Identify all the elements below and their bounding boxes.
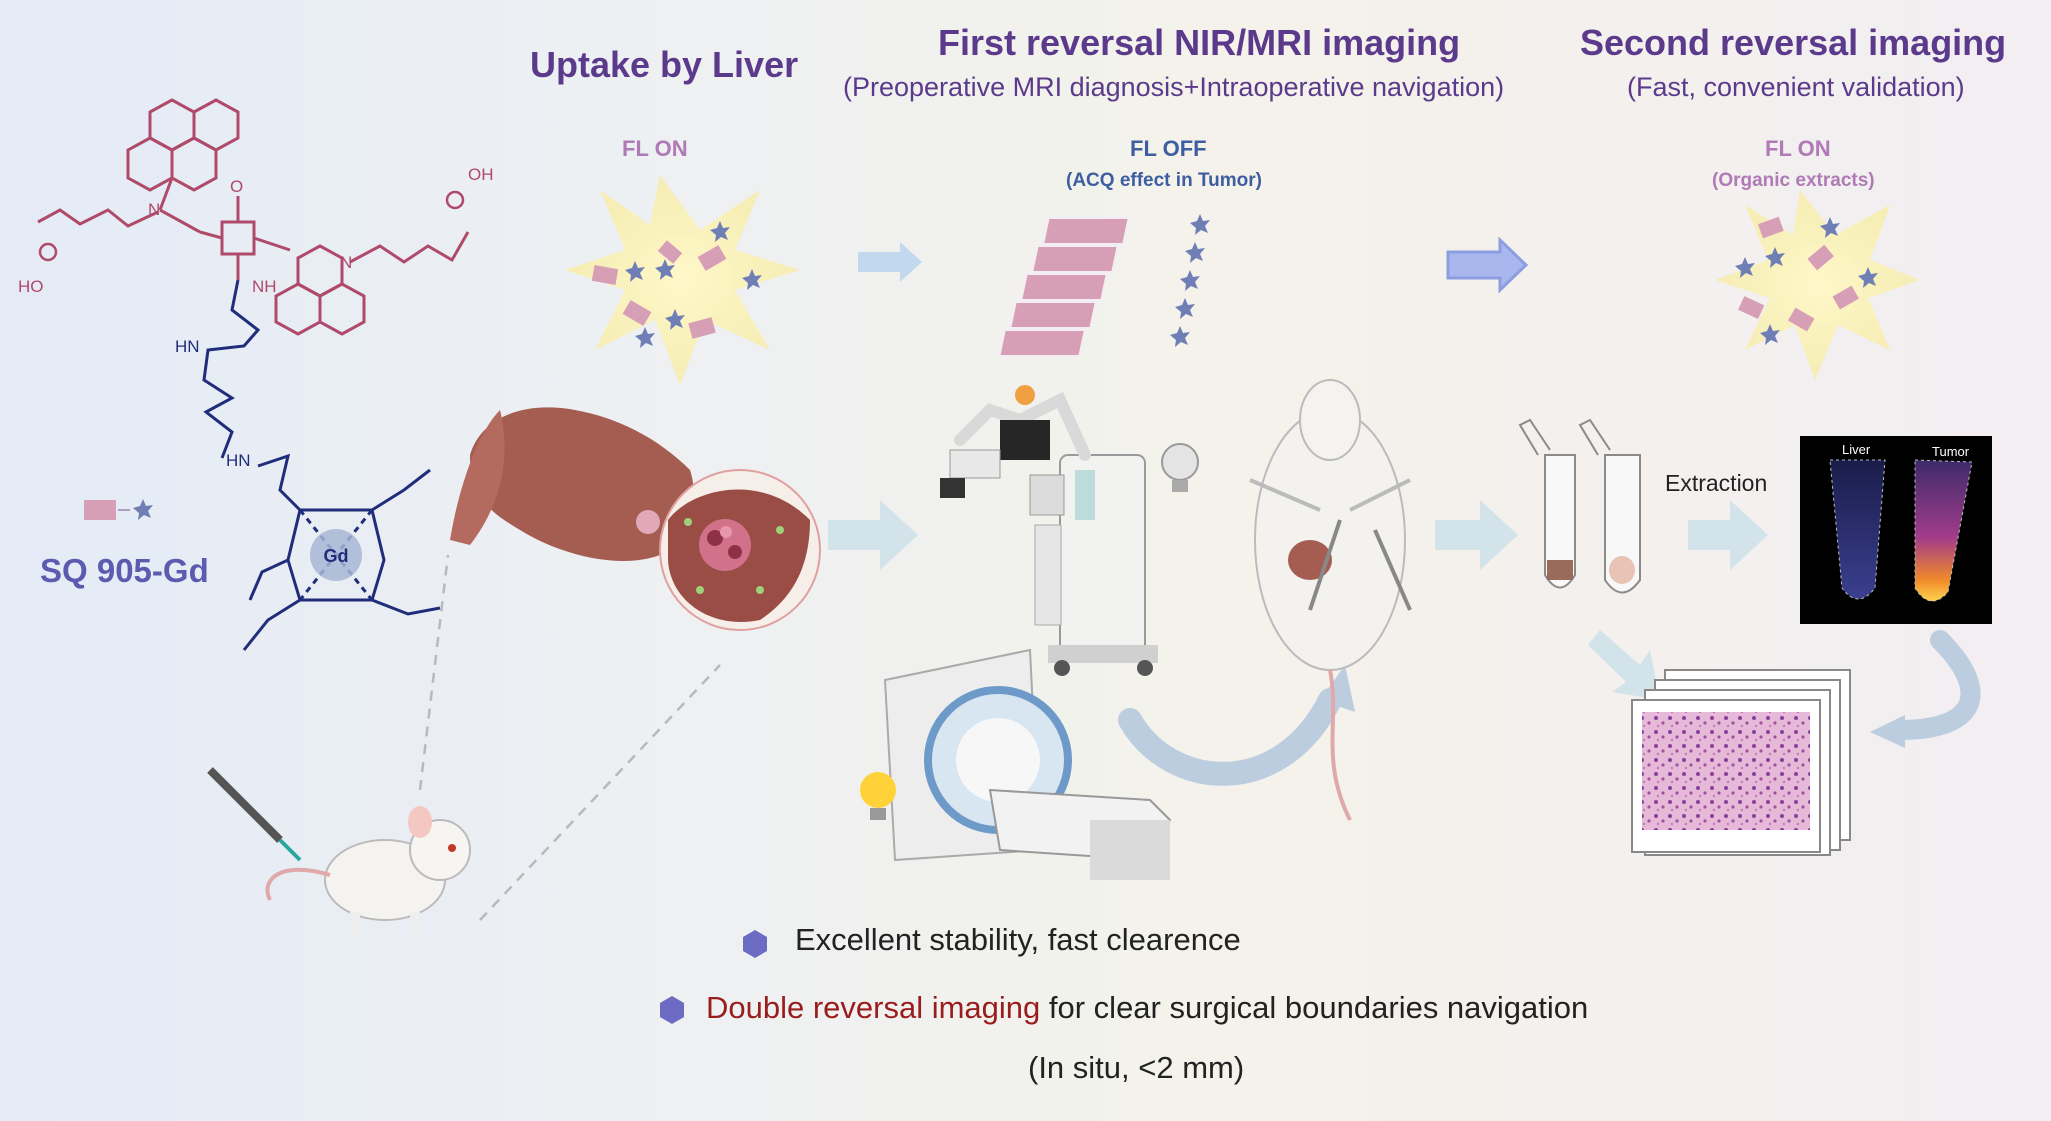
header-uptake: Uptake by Liver — [530, 44, 799, 85]
bullet-2-rest: for clear surgical boundaries navigation — [1040, 990, 1589, 1025]
n-plus-label: N — [148, 200, 160, 219]
acq-aggregate-stack — [998, 214, 1210, 357]
sulfonate-groups — [38, 190, 465, 262]
gd-dota-chelator: Gd — [242, 468, 441, 651]
state-fl-on-2: FL ON — [1765, 136, 1831, 161]
light-bulb-on-icon — [860, 772, 896, 820]
hn-label-2: HN — [226, 451, 251, 470]
fluorescence-burst-2 — [1715, 190, 1920, 380]
squaraine-dye-structure — [37, 98, 470, 336]
bullet-3: (In situ, <2 mm) — [1028, 1050, 1245, 1085]
bullet-2: Double reversal imaging for clear surgic… — [706, 990, 1588, 1026]
state-fl-off-sub: (ACQ effect in Tumor) — [1066, 170, 1262, 191]
hn-label-1: HN — [175, 337, 200, 356]
ho-label: HO — [18, 277, 44, 296]
nh-label: NH — [252, 277, 277, 296]
bullet-icons — [660, 930, 767, 1024]
oh-label: OH — [468, 165, 494, 184]
tube-label-tumor: Tumor — [1932, 444, 1970, 459]
zoom-guide-lines — [418, 554, 721, 921]
probe-name: SQ 905-Gd — [40, 552, 209, 589]
bullet-2-highlight: Double reversal imaging — [706, 990, 1041, 1025]
linker-chain — [202, 279, 302, 512]
sample-tubes — [1518, 418, 1641, 594]
n-label: N — [340, 253, 352, 272]
header-first-reversal-sub: (Preoperative MRI diagnosis+Intraoperati… — [843, 72, 1505, 102]
extract-fluorescence-photo: Liver Tumor — [1800, 436, 1992, 624]
state-fl-on-2-sub: (Organic extracts) — [1712, 170, 1875, 191]
header-first-reversal: First reversal NIR/MRI imaging — [938, 22, 1461, 63]
gd-label: Gd — [324, 546, 349, 566]
mri-scanner — [883, 648, 1172, 880]
liver-illustration — [450, 407, 694, 561]
tumor-zoom-circle — [659, 469, 821, 631]
probe-icon — [84, 499, 153, 520]
o-label: O — [230, 177, 243, 196]
histology-slides — [1631, 669, 1851, 856]
state-fl-off: FL OFF — [1130, 136, 1207, 161]
bullet-1: Excellent stability, fast clearence — [795, 922, 1241, 957]
molecule-atom-labels: N N O NH OH HO HN HN — [18, 165, 494, 470]
light-bulb-off-icon — [1161, 443, 1199, 492]
header-second-reversal: Second reversal imaging — [1580, 22, 2007, 63]
surgical-navigation-system — [940, 385, 1158, 676]
state-fl-on-1: FL ON — [622, 136, 688, 161]
mouse-injection-illustration — [207, 767, 471, 936]
mouse-surgery-illustration — [1249, 379, 1412, 821]
header-second-reversal-sub: (Fast, convenient validation) — [1627, 72, 1965, 102]
tube-label-liver: Liver — [1842, 442, 1871, 457]
flow-arrows — [828, 236, 1981, 786]
fluorescence-burst-1 — [565, 175, 800, 385]
extraction-label: Extraction — [1665, 470, 1768, 496]
